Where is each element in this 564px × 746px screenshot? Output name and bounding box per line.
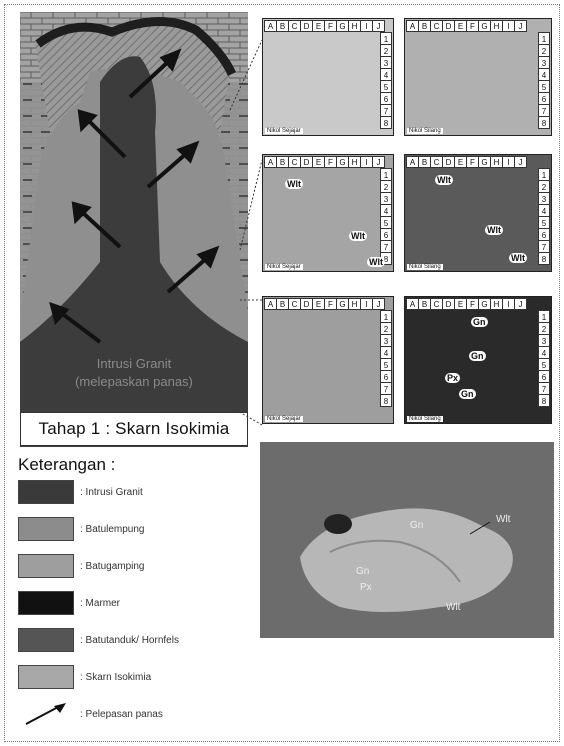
grid-rows: 12345678 — [380, 168, 392, 264]
legend-label: : Intrusi Granit — [80, 487, 143, 498]
intrusion-label-2: (melepaskan panas) — [75, 374, 193, 389]
arrow-icon — [18, 702, 74, 726]
grid-column-label: J — [514, 298, 527, 310]
grid-columns: ABCDEFGHIJ — [406, 298, 526, 310]
legend-label: : Marmer — [80, 598, 120, 609]
grid-rows: 12345678 — [538, 32, 550, 128]
grid-rows: 12345678 — [538, 310, 550, 406]
legend-swatch — [18, 480, 74, 504]
panel-caption: Nikol Sejajar — [265, 264, 303, 270]
micrograph-panel: ABCDEFGHIJ12345678Nikol Sejajar — [262, 18, 394, 136]
legend-item: : Pelepasan panas — [18, 702, 163, 726]
legend-swatch — [18, 554, 74, 578]
legend-swatch — [18, 591, 74, 615]
legend-item: : Skarn Isokimia — [18, 665, 151, 689]
legend-label: : Batugamping — [80, 561, 145, 572]
photo-label: Gn — [356, 566, 369, 577]
grid-columns: ABCDEFGHIJ — [264, 156, 384, 168]
legend-title: Keterangan : — [18, 455, 115, 475]
grid-columns: ABCDEFGHIJ — [406, 156, 526, 168]
mineral-label: Px — [445, 373, 460, 383]
grid-row-label: 8 — [538, 252, 550, 265]
micrograph-panel: ABCDEFGHIJ 12345678Nikol Silang — [404, 18, 552, 136]
grid-column-label: J — [514, 20, 527, 32]
micrograph-panel: ABCDEFGHIJ12345678Nikol SilangGnGnPxGn — [404, 296, 552, 424]
grid-row-label: 8 — [538, 394, 550, 407]
grid-column-label: J — [372, 298, 385, 310]
grid-row-label: 8 — [538, 116, 550, 129]
mineral-label: Gn — [471, 317, 488, 327]
grid-rows: 12345678 — [380, 32, 392, 128]
legend-label: : Skarn Isokimia — [80, 672, 151, 683]
grid-columns: ABCDEFGHIJ — [264, 20, 384, 32]
legend-label: : Pelepasan panas — [80, 709, 163, 720]
mineral-label: Gn — [459, 389, 476, 399]
stage-title: Tahap 1 : Skarn Isokimia — [20, 412, 248, 446]
grid-columns: ABCDEFGHIJ — [264, 298, 384, 310]
legend-item: : Marmer — [18, 591, 120, 615]
rock-sample-photo: Wlt Gn Gn Px Wlt — [260, 442, 554, 638]
micrograph-panel: ABCDEFGHIJ12345678Nikol SejajarWltWltWlt — [262, 154, 394, 272]
micrograph-panel: ABCDEFGHIJ12345678Nikol Sejajar — [262, 296, 394, 424]
micrograph-panel: ABCDEFGHIJ12345678Nikol SilangWltWltWlt — [404, 154, 552, 272]
mineral-label: Wlt — [367, 257, 385, 267]
grid-column-label: J — [514, 156, 527, 168]
mineral-label: Gn — [469, 351, 486, 361]
legend-item: : Intrusi Granit — [18, 480, 143, 504]
legend-label: : Batulempung — [80, 524, 145, 535]
legend-swatch — [18, 665, 74, 689]
intrusion-label-1: Intrusi Granit — [97, 356, 172, 371]
grid-column-label: J — [372, 156, 385, 168]
photo-label: Gn — [410, 520, 423, 531]
panel-caption: Nikol Sejajar — [265, 416, 303, 422]
photo-label: Wlt — [496, 514, 511, 525]
skarn-cross-section: Intrusi Granit (melepaskan panas) — [20, 12, 248, 447]
panel-caption: Nikol Silang — [407, 264, 443, 270]
mineral-label: Wlt — [485, 225, 503, 235]
panel-caption: Nikol Silang — [407, 416, 443, 422]
legend-swatch — [18, 517, 74, 541]
mineral-label: Wlt — [509, 253, 527, 263]
legend-item: : Batutanduk/ Hornfels — [18, 628, 179, 652]
legend-label: : Batutanduk/ Hornfels — [80, 635, 179, 646]
photo-label: Px — [360, 582, 372, 593]
legend-item: : Batulempung — [18, 517, 145, 541]
legend-swatch — [18, 628, 74, 652]
grid-row-label: 8 — [380, 116, 392, 129]
legend-item: : Batugamping — [18, 554, 145, 578]
mineral-label: Wlt — [435, 175, 453, 185]
photo-label: Wlt — [446, 602, 461, 613]
grid-columns: ABCDEFGHIJ — [406, 20, 526, 32]
grid-row-label: 8 — [380, 394, 392, 407]
grid-column-label: J — [372, 20, 385, 32]
panel-caption: Nikol Sejajar — [265, 128, 303, 134]
grid-rows: 12345678 — [380, 310, 392, 406]
grid-rows: 12345678 — [538, 168, 550, 264]
panel-caption: Nikol Silang — [407, 128, 443, 134]
mineral-label: Wlt — [285, 179, 303, 189]
mineral-label: Wlt — [349, 231, 367, 241]
